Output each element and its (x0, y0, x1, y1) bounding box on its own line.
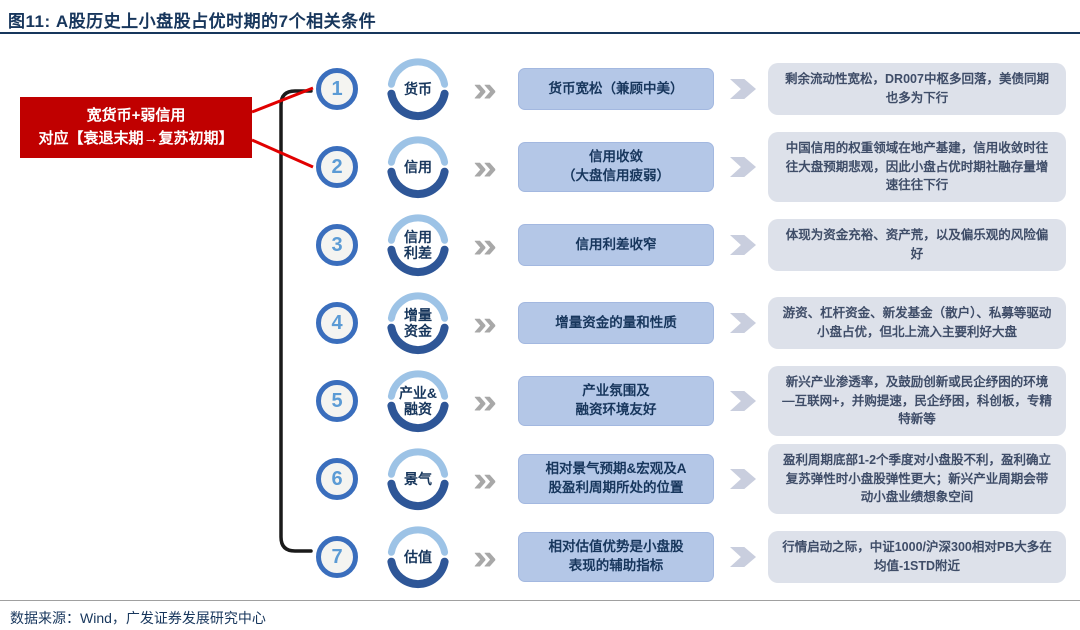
category-badge: 景气 (386, 447, 450, 511)
data-source: 数据来源：Wind，广发证券发展研究中心 (10, 610, 266, 626)
category-label: 增量资金 (404, 306, 432, 339)
condition-box: 信用收敛（大盘信用疲弱） (518, 142, 714, 192)
category-badge: 信用 (386, 135, 450, 199)
step-number: 7 (331, 545, 343, 568)
double-chevron-icon: » (472, 381, 498, 421)
step-number-badge: 5 (316, 380, 358, 422)
double-chevron-icon: » (472, 147, 498, 187)
double-chevron-icon: » (472, 459, 498, 499)
category-badge: 产业&融资 (386, 369, 450, 433)
highlight-line-1: 宽货币+弱信用 (86, 107, 186, 124)
condition-box: 货币宽松（兼顾中美） (518, 68, 714, 110)
condition-box: 产业氛围及融资环境友好 (518, 376, 714, 426)
category-badge: 估值 (386, 525, 450, 589)
footer: 数据来源：Wind，广发证券发展研究中心 (0, 600, 1080, 628)
double-chevron-icon: » (472, 303, 498, 343)
double-chevron-icon: » (472, 225, 498, 265)
step-number-badge: 4 (316, 302, 358, 344)
category-label: 信用利差 (404, 228, 432, 261)
step-number: 4 (331, 311, 343, 334)
condition-box: 相对估值优势是小盘股表现的辅助指标 (518, 532, 714, 582)
arrow-right-icon (730, 469, 756, 489)
arrow-right-icon (730, 235, 756, 255)
category-label: 货币 (404, 80, 432, 97)
condition-row: 1 货币 » 货币宽松（兼顾中美） 剩余流动性宽松，DR007中枢多回落，美债同… (0, 50, 1080, 128)
step-number-badge: 3 (316, 224, 358, 266)
arrow-right-icon (730, 547, 756, 567)
step-number: 3 (331, 233, 343, 256)
condition-row: 4 增量资金 » 增量资金的量和性质 游资、杠杆资金、新发基金（散户）、私募等驱… (0, 284, 1080, 362)
step-number-badge: 6 (316, 458, 358, 500)
note-box: 行情启动之际，中证1000/沪深300相对PB大多在均值-1STD附近 (768, 531, 1066, 583)
step-number: 2 (331, 155, 343, 178)
condition-row: 3 信用利差 » 信用利差收窄 体现为资金充裕、资产荒，以及偏乐观的风险偏好 (0, 206, 1080, 284)
step-number: 5 (331, 389, 343, 412)
category-label: 估值 (404, 548, 432, 565)
arrow-right-icon (730, 313, 756, 333)
category-label: 景气 (404, 470, 432, 487)
ring-icon (387, 292, 449, 355)
highlight-line-2: 对应【衰退末期→复苏初期】 (38, 130, 234, 148)
ring-icon (387, 526, 449, 589)
figure-title: 图11: A股历史上小盘股占优时期的7个相关条件 (8, 12, 377, 31)
note-box: 体现为资金充裕、资产荒，以及偏乐观的风险偏好 (768, 219, 1066, 271)
note-box: 盈利周期底部1-2个季度对小盘股不利，盈利确立复苏弹性时小盘股弹性更大；新兴产业… (768, 443, 1066, 515)
step-number-badge: 2 (316, 146, 358, 188)
step-number: 6 (331, 467, 343, 490)
double-chevron-icon: » (472, 537, 498, 577)
note-box: 游资、杠杆资金、新发基金（散户）、私募等驱动小盘占优，但北上流入主要利好大盘 (768, 297, 1066, 349)
ring-icon (387, 58, 449, 121)
category-badge: 信用利差 (386, 213, 450, 277)
condition-row: 7 估值 » 相对估值优势是小盘股表现的辅助指标 行情启动之际，中证1000/沪… (0, 518, 1080, 596)
category-label: 产业&融资 (398, 384, 438, 417)
ring-icon (387, 136, 449, 199)
category-label: 信用 (404, 158, 432, 175)
condition-row: 5 产业&融资 » 产业氛围及融资环境友好 新兴产业渗透率，及鼓励创新或民企纾困… (0, 362, 1080, 440)
category-badge: 增量资金 (386, 291, 450, 355)
ring-icon (387, 214, 449, 277)
condition-rows: 1 货币 » 货币宽松（兼顾中美） 剩余流动性宽松，DR007中枢多回落，美债同… (0, 50, 1080, 596)
double-chevron-icon: » (472, 69, 498, 109)
note-box: 中国信用的权重领域在地产基建，信用收敛时往往大盘预期悲观，因此小盘占优时期社融存… (768, 131, 1066, 203)
step-number-badge: 1 (316, 68, 358, 110)
step-number-badge: 7 (316, 536, 358, 578)
condition-box: 增量资金的量和性质 (518, 302, 714, 344)
category-badge: 货币 (386, 57, 450, 121)
condition-row: 2 信用 » 信用收敛（大盘信用疲弱） 中国信用的权重领域在地产基建，信用收敛时… (0, 128, 1080, 206)
figure-title-bar: 图11: A股历史上小盘股占优时期的7个相关条件 (0, 0, 1080, 34)
note-box: 新兴产业渗透率，及鼓励创新或民企纾困的环境—互联网+，并购提速，民企纾困，科创板… (768, 365, 1066, 437)
arrow-right-icon (730, 391, 756, 411)
note-box: 剩余流动性宽松，DR007中枢多回落，美债同期也多为下行 (768, 63, 1066, 115)
arrow-right-icon (730, 157, 756, 177)
arrow-right-icon (730, 79, 756, 99)
highlight-box: 宽货币+弱信用 对应【衰退末期→复苏初期】 (20, 97, 252, 158)
condition-box: 信用利差收窄 (518, 224, 714, 266)
ring-icon (387, 448, 449, 511)
step-number: 1 (331, 77, 343, 100)
ring-icon (387, 370, 449, 433)
